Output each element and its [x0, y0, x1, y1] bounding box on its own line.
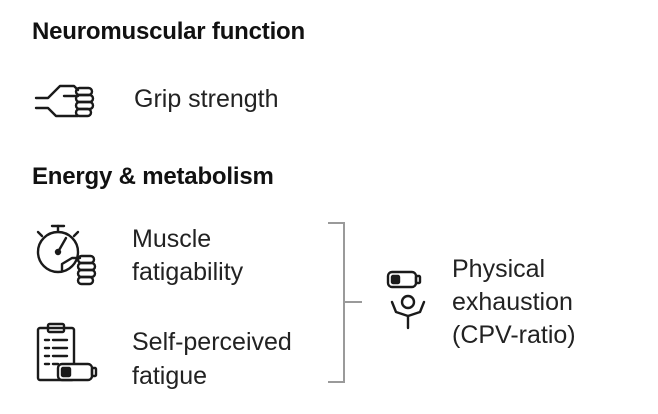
exhausted-person-battery-icon — [386, 266, 438, 332]
stopwatch-hand-icon — [32, 222, 98, 286]
grip-strength-label: Grip strength — [134, 85, 279, 113]
section-title-energy: Energy & metabolism — [32, 163, 274, 190]
section-title-neuromuscular: Neuromuscular function — [32, 18, 305, 45]
grouping-bracket — [326, 220, 366, 391]
clipboard-battery-icon — [36, 322, 100, 384]
grip-hand-icon — [34, 76, 98, 124]
self-perceived-fatigue-line1: Self-perceived — [132, 328, 292, 356]
physical-exhaustion-line3: (CPV-ratio) — [452, 321, 576, 349]
muscle-fatigability-line1: Muscle — [132, 225, 212, 253]
physical-exhaustion-line1: Physical — [452, 255, 546, 283]
self-perceived-fatigue-line2: fatigue — [132, 362, 208, 390]
muscle-fatigability-line2: fatigability — [132, 258, 244, 286]
physical-exhaustion-line2: exhaustion — [452, 288, 573, 316]
